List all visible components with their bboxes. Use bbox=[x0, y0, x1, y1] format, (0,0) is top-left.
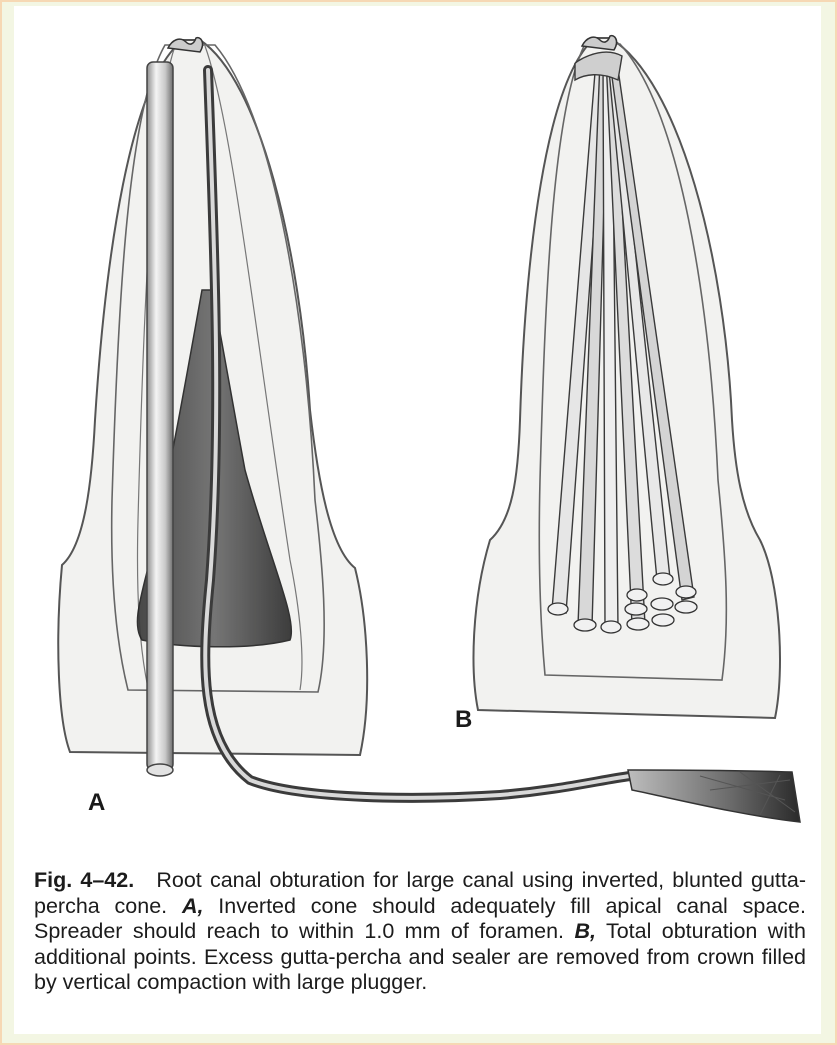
plugger-rod bbox=[147, 62, 173, 770]
plugger-rod-tip bbox=[147, 764, 173, 776]
panel-label-b: B bbox=[455, 706, 472, 734]
figure-number: Fig. 4–42. bbox=[34, 868, 134, 892]
caption-part-b-label: B, bbox=[574, 919, 596, 943]
panel-label-a: A bbox=[88, 789, 105, 817]
caption-part-a-label: A, bbox=[182, 894, 204, 918]
figure-caption: Fig. 4–42. Root canal obturation for lar… bbox=[34, 868, 806, 996]
tooth-b-drawing bbox=[474, 36, 780, 718]
spreader-handle bbox=[628, 770, 800, 822]
root-canal-illustration bbox=[0, 0, 837, 860]
